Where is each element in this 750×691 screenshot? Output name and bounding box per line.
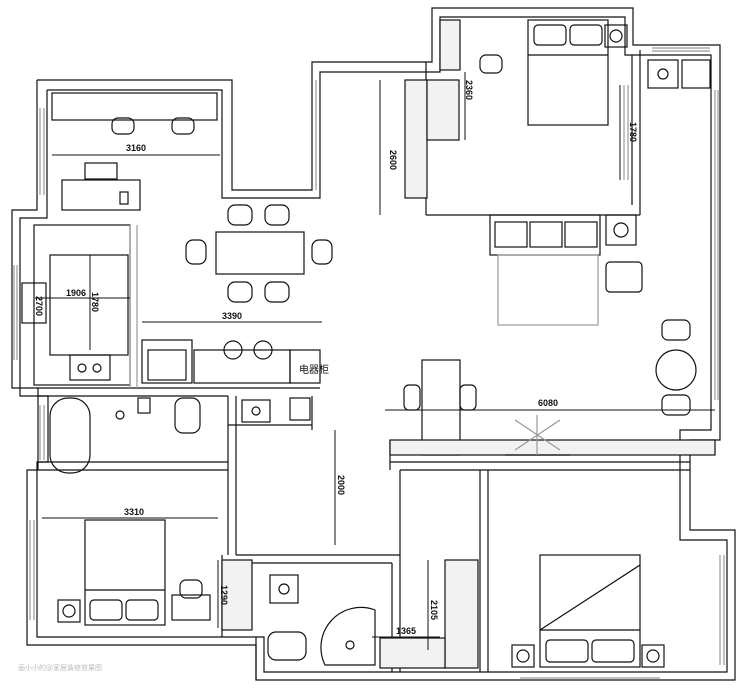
bedroom3-bed: [511, 554, 665, 668]
dim-master-bed-height: 1780: [628, 122, 638, 142]
study-desk: [51, 92, 218, 211]
dim-bottom-wardrobe-height: 2105: [429, 600, 439, 620]
wardrobe-bottom: [379, 559, 479, 669]
dim-kitchen-height: 1780: [90, 292, 100, 312]
dim-wardrobe-height: 2360: [464, 80, 474, 100]
master-bed: [479, 19, 628, 126]
bathroom-left: [49, 397, 311, 474]
dim-dining-height: 2600: [388, 150, 398, 170]
living-sofa: [489, 214, 643, 326]
tv-cabinet: [389, 359, 716, 456]
exterior-walls: [11, 7, 736, 681]
wardrobe-left: [404, 19, 461, 199]
dim-kitchen-width: 1906: [66, 288, 86, 298]
cabinet-label: 电器柜: [299, 363, 329, 376]
dim-bottom-wardrobe-width: 1365: [396, 626, 416, 636]
bathroom-bottom: [267, 574, 376, 666]
kitchen: [21, 224, 138, 388]
dim-living-width: 6080: [538, 398, 558, 408]
dim-study-width: 3160: [126, 143, 146, 153]
bar-counter: [141, 339, 321, 384]
watermark: 画小小的@家居装修效果图: [18, 663, 102, 672]
bedroom2-bed: [57, 519, 253, 631]
dim-bedroom2-width: 3310: [124, 507, 144, 517]
dining-set: [185, 204, 333, 303]
bathroom-top-right: [647, 59, 711, 89]
dimension-lines: [35, 72, 715, 650]
round-table: [655, 319, 697, 416]
windows: [13, 47, 725, 679]
dim-sink-height: 2700: [34, 296, 44, 316]
dim-corridor-height: 2000: [336, 475, 346, 495]
dim-counter-width: 3390: [222, 311, 242, 321]
dim-bedroom2-wardrobe: 1290: [219, 585, 229, 605]
